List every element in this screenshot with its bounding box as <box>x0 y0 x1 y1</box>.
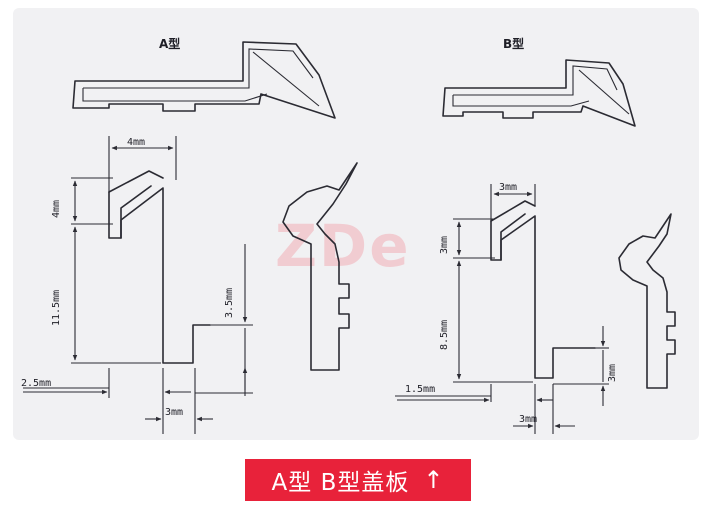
type-a-title: A型 <box>159 36 180 51</box>
type-b-title: B型 <box>503 36 524 51</box>
type-b-cross-section <box>490 200 596 379</box>
b-dim-step-height: 3mm <box>607 364 618 382</box>
watermark-text: ZDe <box>275 212 411 280</box>
b-dim-top-width: 3mm <box>499 182 517 193</box>
b-dim-hook-height: 3mm <box>439 236 450 254</box>
caption-text: A型 B型盖板 <box>271 470 410 496</box>
type-b-clip <box>618 213 676 389</box>
a-dim-top-width: 4mm <box>127 137 145 148</box>
a-dim-hook-height: 4mm <box>51 200 62 218</box>
b-dim-body-height: 8.5mm <box>439 320 450 350</box>
arrow-up-icon: ↑ <box>423 466 445 494</box>
a-dim-step-height: 3.5mm <box>224 288 235 318</box>
a-dim-foot: 3mm <box>165 407 183 418</box>
type-a-clip <box>282 162 358 371</box>
type-a-cross-section <box>108 170 211 364</box>
type-a-side-profile <box>72 41 336 119</box>
type-a-dimensions: 4mm 4mm 11.5mm 3.5mm 2.5mm <box>21 136 253 434</box>
drawing-canvas: ZDe A型 4mm <box>21 36 676 434</box>
a-dim-body-height: 11.5mm <box>51 290 62 326</box>
b-dim-foot: 3mm <box>519 414 537 425</box>
a-dim-wall: 2.5mm <box>21 378 51 389</box>
type-b-side-profile <box>442 59 636 127</box>
b-dim-wall: 1.5mm <box>405 384 435 395</box>
caption-banner: A型 B型盖板 ↑ <box>245 459 471 501</box>
type-b-dimensions: 3mm 3mm 8.5mm 1.5mm 3mm <box>395 182 618 434</box>
technical-drawing: ZDe A型 4mm <box>13 8 699 440</box>
